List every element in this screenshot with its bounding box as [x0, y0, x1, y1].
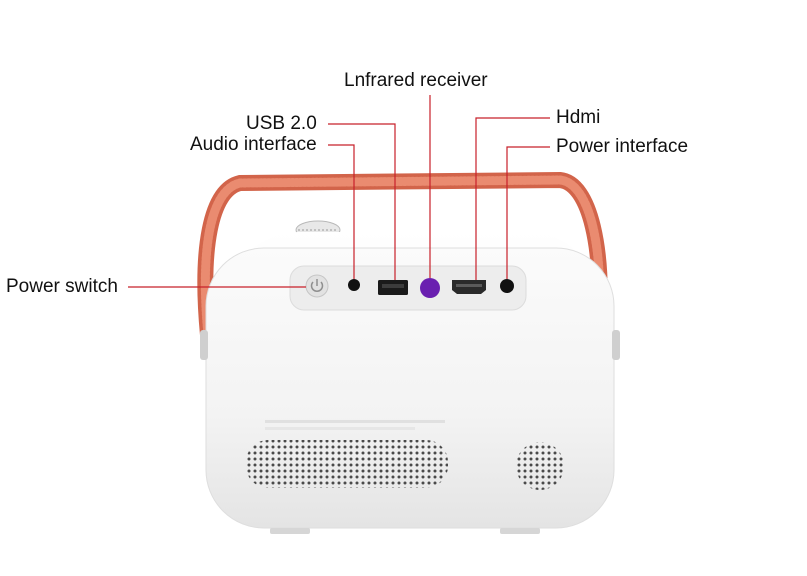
leader-usb [328, 123, 396, 280]
regulatory-print [265, 420, 445, 430]
infrared-receiver-sensor [420, 278, 440, 298]
speaker-grille-right [516, 442, 564, 490]
label-power-switch: Power switch [6, 276, 118, 297]
power-button [305, 274, 329, 298]
power-icon [310, 279, 324, 293]
usb-port [378, 280, 408, 295]
audio-jack [348, 279, 360, 291]
label-power-interface: Power interface [556, 136, 689, 157]
carry-strap [197, 171, 608, 343]
label-audio-interface: Audio interface [190, 134, 317, 155]
hdmi-port [452, 280, 486, 294]
label-infrared-receiver: Lnfrared receiver [344, 70, 488, 91]
leader-lines [128, 95, 550, 288]
label-hdmi: Hdmi [556, 107, 601, 128]
label-usb: USB 2.0 [246, 113, 317, 134]
leader-audio [328, 144, 355, 279]
leader-power-interface [506, 146, 550, 279]
speaker-grille-left [246, 440, 448, 488]
power-jack [500, 279, 514, 293]
leader-hdmi [475, 117, 550, 280]
